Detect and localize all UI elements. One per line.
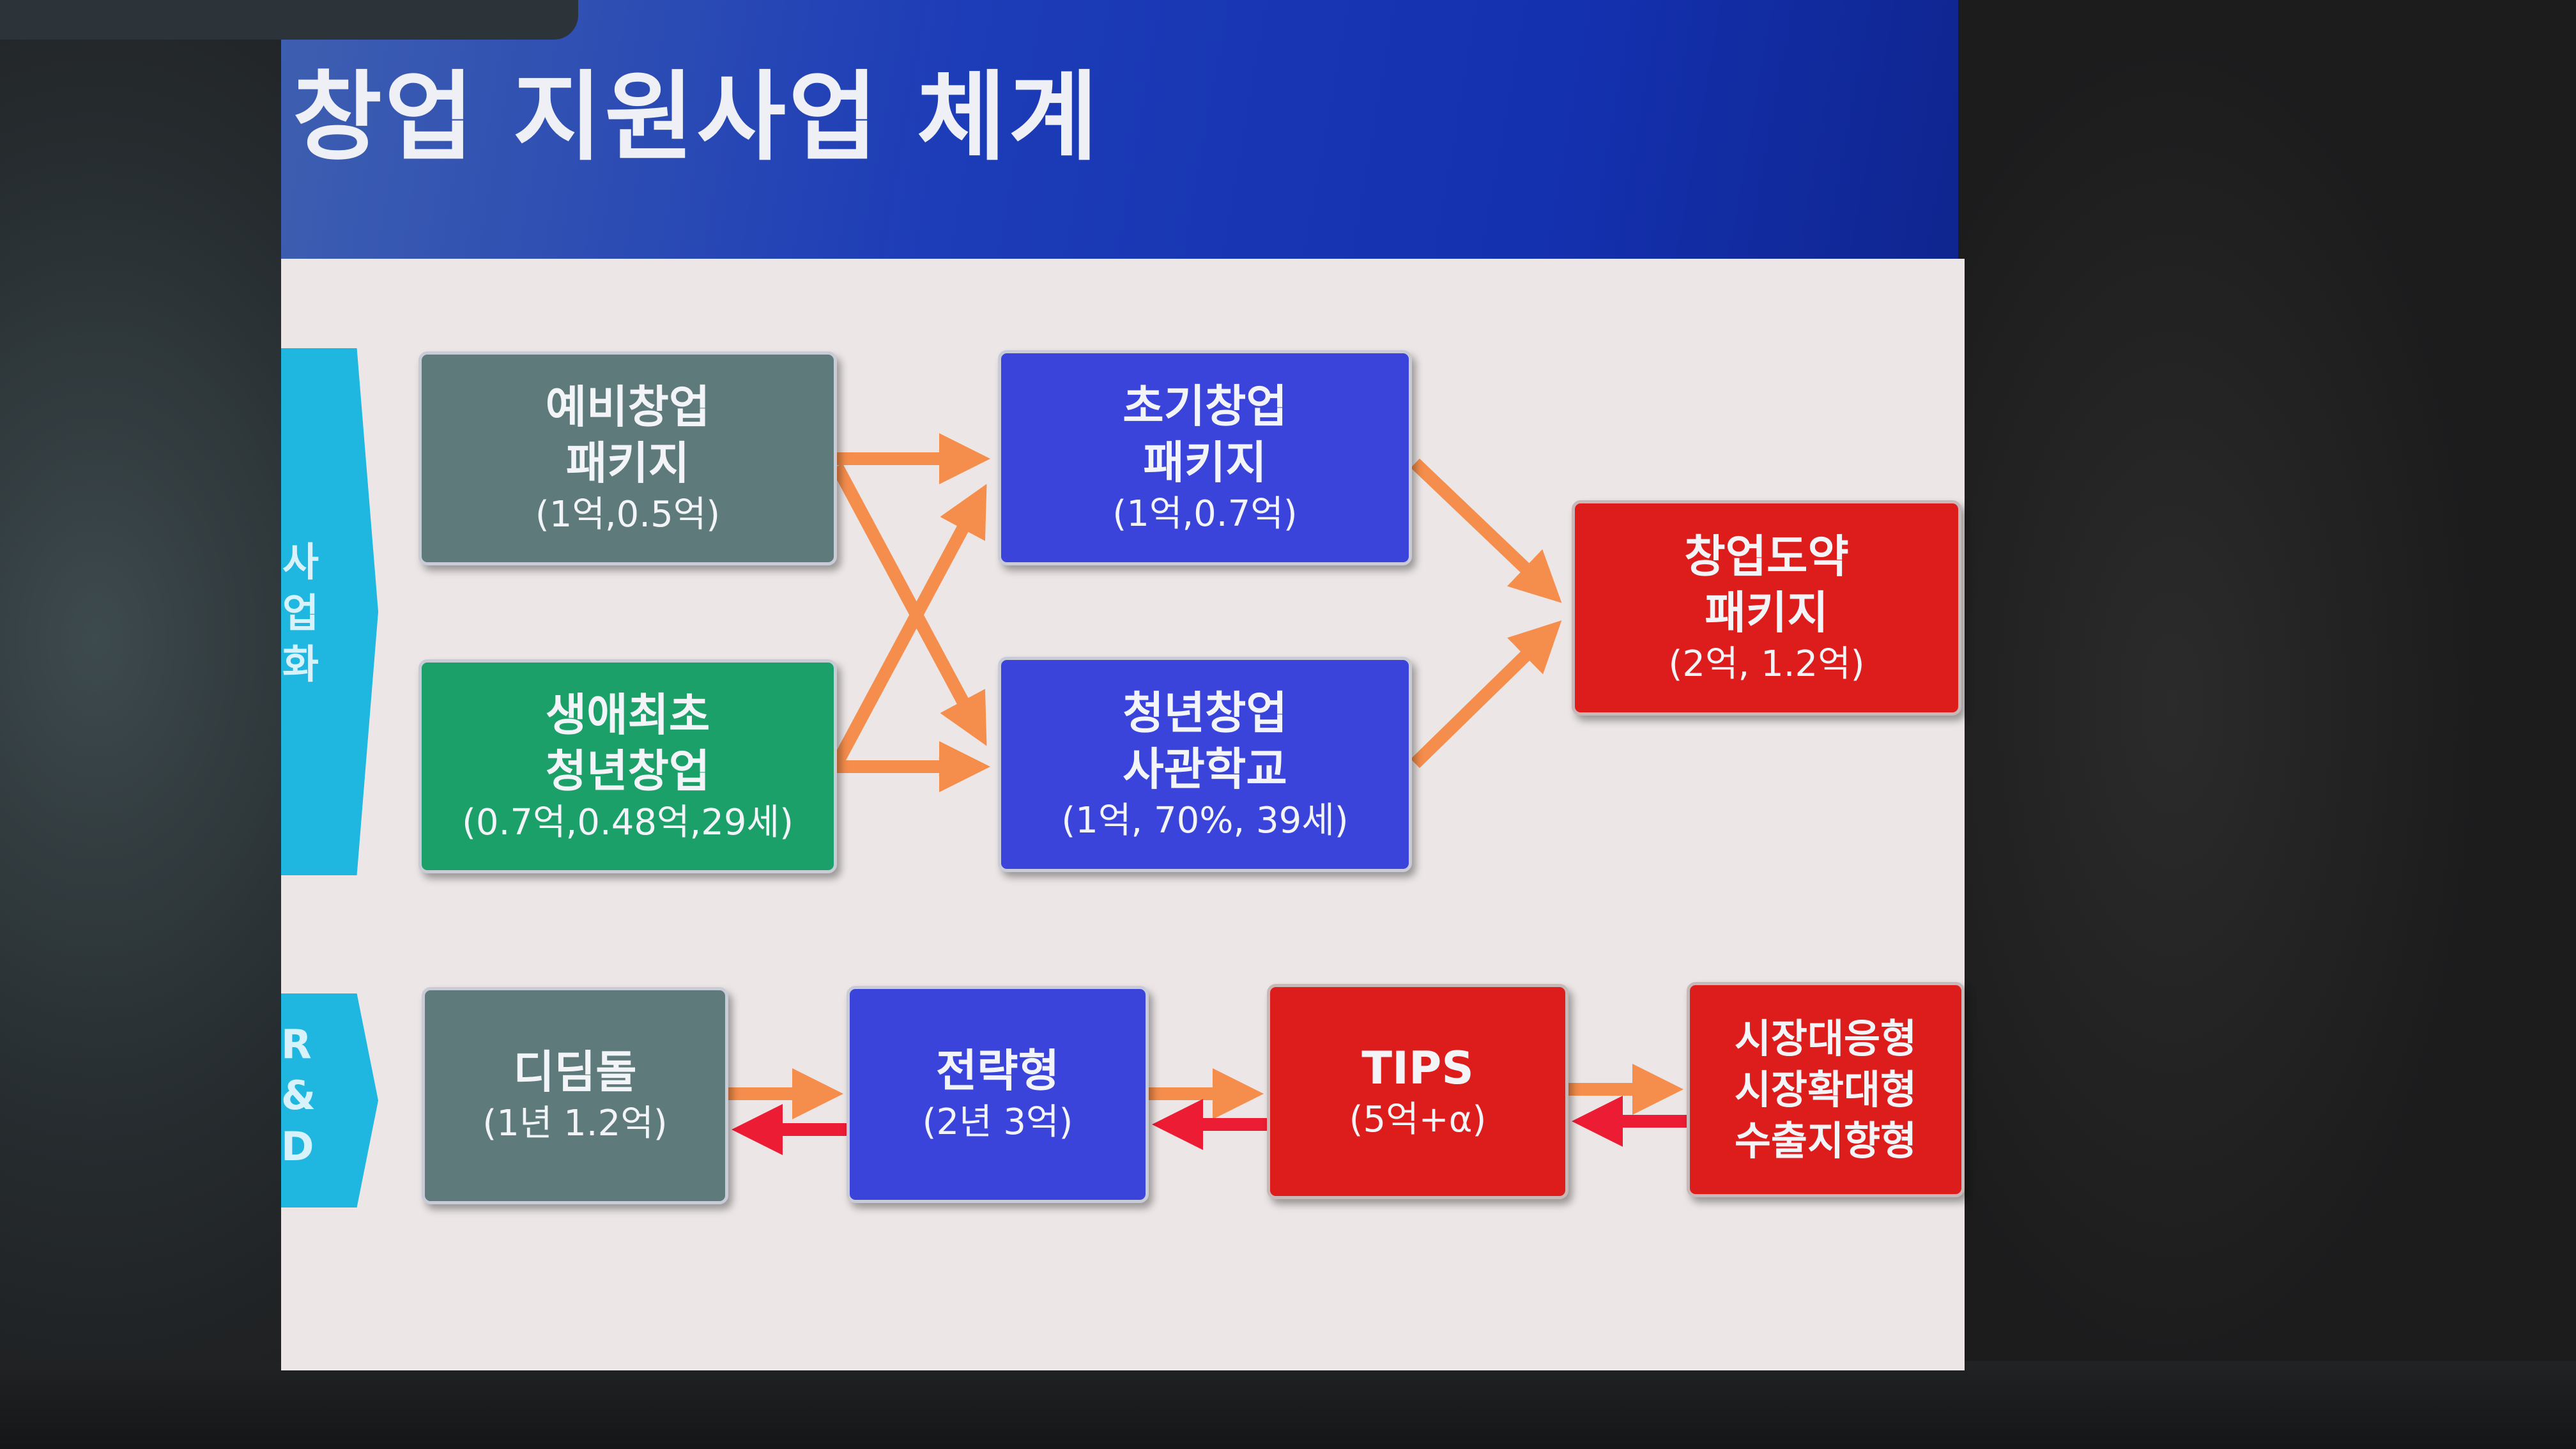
box-strategic-type: 전략형 (2년 3억) xyxy=(847,986,1149,1203)
section-chevron-commercialization xyxy=(281,348,378,875)
box-title-line: 전략형 xyxy=(935,1045,1060,1097)
box-detail: (2억, 1.2억) xyxy=(1668,643,1865,685)
box-title-line: 시장확대형 xyxy=(1734,1066,1917,1113)
box-detail: (5억+α) xyxy=(1349,1098,1487,1140)
box-title-line: 수출지향형 xyxy=(1734,1117,1917,1164)
box-title-line: 청년창업 xyxy=(545,744,710,797)
box-title-line: 패키지 xyxy=(565,436,690,489)
section-label-rnd: R & D xyxy=(281,1021,316,1170)
monitor-bezel xyxy=(0,1361,2576,1449)
box-title-line: 생애최초 xyxy=(545,688,710,741)
box-title-line: 시장대응형 xyxy=(1734,1015,1917,1062)
box-youth-startup-academy: 청년창업 사관학교 (1억, 70%, 39세) xyxy=(998,657,1412,872)
box-detail: (2년 3억) xyxy=(922,1101,1073,1143)
box-early-startup-package: 초기창업 패키지 (1억,0.7억) xyxy=(998,350,1412,565)
box-title-line: 초기창업 xyxy=(1123,379,1287,433)
box-pre-startup-package: 예비창업 패키지 (1억,0.5억) xyxy=(418,351,837,565)
box-title-line: TIPS xyxy=(1361,1041,1474,1094)
box-title-line: 예비창업 xyxy=(545,380,710,433)
box-title-line: 패키지 xyxy=(1705,586,1828,639)
box-market-types: 시장대응형 시장확대형 수출지향형 xyxy=(1687,982,1965,1197)
box-first-youth-startup: 생애최초 청년창업 (0.7억,0.48억,29세) xyxy=(418,659,837,873)
box-detail: (0.7억,0.48억,29세) xyxy=(462,801,793,843)
window-tab xyxy=(0,0,578,40)
box-stepping-stone: 디딤돌 (1년 1.2억) xyxy=(422,987,728,1204)
box-detail: (1억, 70%, 39세) xyxy=(1061,799,1349,841)
slide-header xyxy=(281,0,1958,259)
section-chevron-rnd xyxy=(281,993,378,1208)
box-tips: TIPS (5억+α) xyxy=(1267,984,1568,1199)
section-label-commercialization: 사 업 화 xyxy=(282,539,319,687)
box-title-line: 패키지 xyxy=(1143,436,1267,489)
box-title-line: 청년창업 xyxy=(1123,686,1287,739)
box-title-line: 사관학교 xyxy=(1123,742,1287,795)
box-startup-leap-package: 창업도약 패키지 (2억, 1.2억) xyxy=(1572,500,1961,716)
box-title-line: 디딤돌 xyxy=(513,1046,637,1098)
box-detail: (1년 1.2억) xyxy=(482,1103,668,1144)
box-detail: (1억,0.5억) xyxy=(535,493,721,535)
box-title-line: 창업도약 xyxy=(1684,530,1849,583)
slide-title: 창업 지원사업 체계 xyxy=(293,61,1101,174)
box-detail: (1억,0.7억) xyxy=(1112,493,1298,535)
